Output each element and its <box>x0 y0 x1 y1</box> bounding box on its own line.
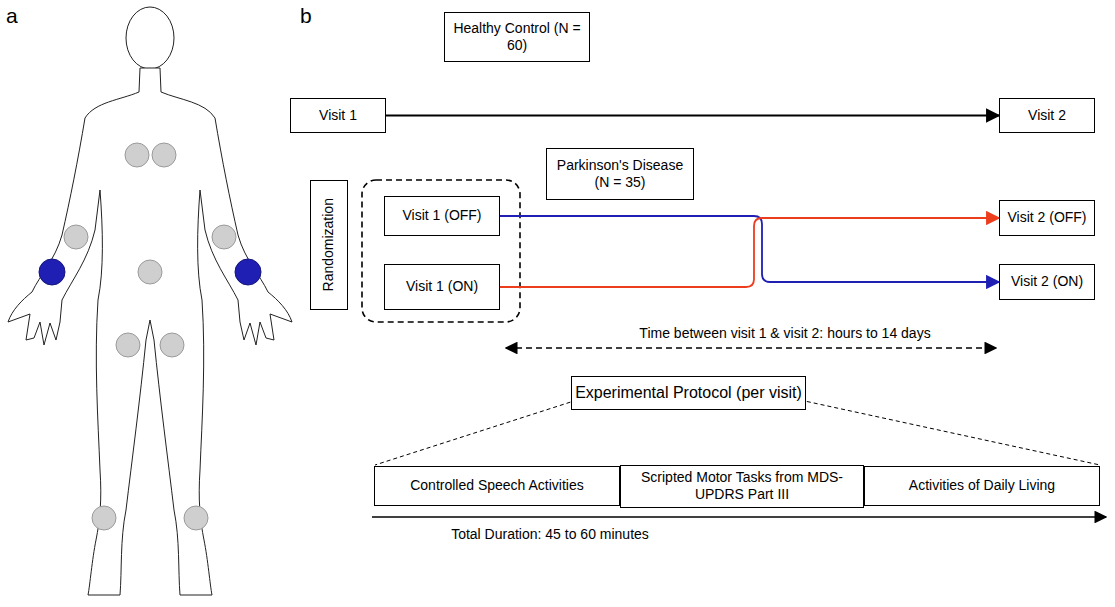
phase-box: Activities of Daily Living <box>864 466 1100 506</box>
timeline-arrow <box>372 516 1106 518</box>
duration-note: Total Duration: 45 to 60 minutes <box>451 526 649 542</box>
group-box: Healthy Control (N = 60) <box>444 12 590 62</box>
box-label: Visit 1 <box>319 107 357 125</box>
time-note: Time between visit 1 & visit 2: hours to… <box>635 325 934 341</box>
box-label: Experimental Protocol (per visit) <box>575 383 802 403</box>
phase-box: Scripted Motor Tasks from MDS-UPDRS Part… <box>620 465 864 508</box>
protocol-box: Experimental Protocol (per visit) <box>571 376 806 410</box>
wrist-sensors <box>39 259 261 285</box>
box-label: Visit 2 <box>1028 107 1066 125</box>
zoom-line <box>375 400 577 465</box>
flow-arrow <box>500 218 999 287</box>
visit-box: Visit 1 (OFF) <box>384 196 500 236</box>
panel-letter: a <box>6 4 18 28</box>
group-box: Parkinson's Disease (N = 35) <box>546 148 694 200</box>
box-label: Healthy Control (N = 60) <box>445 20 589 55</box>
sensor-dots <box>64 143 236 530</box>
randomization-box: Randomization <box>310 180 348 310</box>
visit-box: Visit 1 (ON) <box>384 264 500 310</box>
box-label: Visit 1 (ON) <box>406 278 478 296</box>
box-label: Parkinson's Disease (N = 35) <box>547 157 693 192</box>
visit-box: Visit 1 <box>290 98 386 133</box>
panel-letter: b <box>300 4 312 28</box>
box-label: Visit 2 (ON) <box>1011 273 1083 291</box>
box-label: Scripted Motor Tasks from MDS-UPDRS Part… <box>621 469 863 504</box>
visit-box: Visit 2 <box>999 98 1095 133</box>
box-label: Activities of Daily Living <box>909 477 1055 495</box>
box-label: Controlled Speech Activities <box>410 477 584 495</box>
flow-arrow <box>386 115 999 117</box>
zoom-line <box>800 400 1100 465</box>
visit-box: Visit 2 (OFF) <box>999 200 1095 236</box>
randomization-group <box>362 180 520 322</box>
visit-box: Visit 2 (ON) <box>999 264 1095 300</box>
body-figure <box>8 7 292 595</box>
box-label: Visit 2 (OFF) <box>1007 209 1086 227</box>
box-label: Visit 1 (OFF) <box>402 207 481 225</box>
box-label: Randomization <box>320 198 338 291</box>
time-span-arrow <box>506 347 996 349</box>
flow-arrow <box>500 216 999 282</box>
phase-box: Controlled Speech Activities <box>374 466 620 506</box>
